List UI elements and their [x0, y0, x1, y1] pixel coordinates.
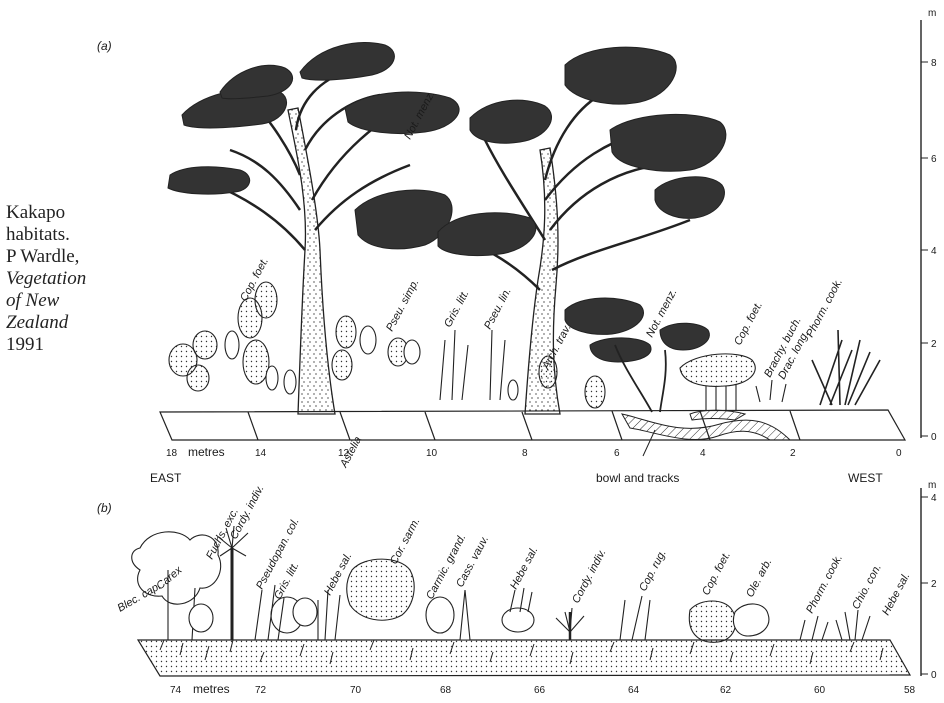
panel-b-x-tick: 58 [904, 685, 916, 696]
panel-a-x-tick: 8 [522, 448, 528, 459]
label-chio-con: Chio. con. [850, 562, 884, 611]
panel-b-height-unit: m [928, 480, 936, 491]
panel-a: (a) m 8 6 4 2 0 [97, 8, 937, 485]
panel-a-height-tick: 6 [931, 154, 937, 165]
label-cop-foet: Cop. foet. [700, 550, 733, 598]
panel-a-x-tick: 18 [166, 448, 178, 459]
panel-b-x-tick: 64 [628, 685, 640, 696]
bowl-label: bowl and tracks [596, 471, 679, 485]
panel-a-height-tick: 2 [931, 339, 937, 350]
panel-b-height-tick: 4 [931, 493, 937, 504]
panel-b-x-tick: 66 [534, 685, 546, 696]
label-cor-sarm: Cor. sarm. [388, 516, 423, 567]
label-gris-litt: Gris. litt. [442, 288, 472, 329]
panel-b-x-tick: 62 [720, 685, 732, 696]
panel-b-x-tick: 74 [170, 685, 182, 696]
panel-b-x-tick: 70 [350, 685, 362, 696]
label-pseu-lin: Pseu. lin. [482, 286, 514, 332]
panel-a-x-tick: 14 [255, 448, 267, 459]
label-cordy-indiv: Cordy. indiv. [570, 547, 609, 605]
label-pseudopan-col: Pseudopan. col. [254, 516, 302, 591]
panel-b-letter: (b) [97, 501, 112, 515]
label-hebe-sal: Hebe sal. [508, 545, 540, 592]
east-label: EAST [150, 471, 182, 485]
panel-a-height-tick: 4 [931, 246, 937, 257]
label-phorm-cook: Phorm. cook. [804, 277, 845, 340]
label-cop-foet: Cop. foet. [732, 300, 765, 348]
panel-a-height-tick: 8 [931, 58, 937, 69]
panel-b-ground [138, 640, 910, 676]
panel-a-letter: (a) [97, 39, 112, 53]
label-hebe-sal: Hebe sal. [880, 571, 912, 618]
panel-b-height-tick: 0 [931, 670, 937, 681]
panel-a-x-tick: 6 [614, 448, 620, 459]
label-cop-rug: Cop. rug. [637, 548, 669, 594]
tree-not-menz-right [438, 47, 726, 414]
panel-a-unit-label: metres [188, 445, 225, 459]
panel-a-x-axis: 18 metres 14 12 10 8 6 4 2 0 EAST WEST b… [150, 445, 902, 485]
panel-b-x-tick: 72 [255, 685, 267, 696]
bowl-and-tracks [622, 410, 790, 456]
panel-b-height-tick: 2 [931, 579, 937, 590]
panel-a-height-scale: m 8 6 4 2 0 [921, 8, 937, 443]
label-carmic-grand: Carmic. grand. [424, 532, 468, 601]
panel-a-x-tick: 0 [896, 448, 902, 459]
panel-a-x-tick: 4 [700, 448, 706, 459]
panel-b-height-scale: m 4 2 0 [921, 480, 937, 681]
label-phorm-cook: Phorm. cook. [804, 553, 845, 616]
panel-a-x-tick: 10 [426, 448, 438, 459]
panel-b-x-tick: 60 [814, 685, 826, 696]
west-label: WEST [848, 471, 883, 485]
understory-shrubs [169, 282, 880, 410]
panel-a-height-tick: 0 [931, 432, 937, 443]
panel-a-height-unit: m [928, 8, 936, 19]
label-ole-arb: Ole. arb. [744, 557, 774, 600]
panel-b: (b) m 4 2 0 74 metres 72 70 68 66 64 62 … [97, 480, 937, 696]
panel-b-unit-label: metres [193, 682, 230, 696]
panel-b-x-axis: 74 metres 72 70 68 66 64 62 60 58 [170, 682, 916, 696]
label-pseu-simp: Pseu. simp. [384, 277, 422, 333]
panel-a-x-tick: 2 [790, 448, 796, 459]
panel-b-x-tick: 68 [440, 685, 452, 696]
